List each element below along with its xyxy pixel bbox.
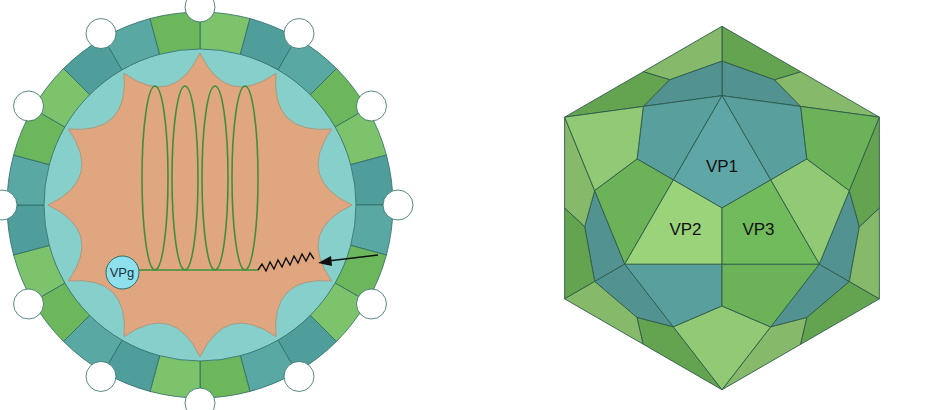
surface-canyon xyxy=(284,19,314,49)
arrow-head xyxy=(318,256,332,266)
rna-coil xyxy=(202,86,228,270)
surface-canyon xyxy=(185,0,215,22)
surface-canyon xyxy=(284,361,314,391)
protein-label: VP2 xyxy=(669,221,701,238)
surface-canyon xyxy=(14,289,44,319)
capsid-protein-face xyxy=(625,180,722,264)
vpg-circle xyxy=(106,256,139,289)
capsid-protein-face xyxy=(722,180,819,264)
poly-a-tail xyxy=(258,253,314,271)
capsid-protein-face xyxy=(722,264,819,327)
rna-coil xyxy=(142,86,168,270)
capsid-protein-face xyxy=(801,106,880,190)
capsid-cross-section xyxy=(0,0,413,410)
surface-canyon xyxy=(383,190,413,220)
surface-canyon xyxy=(86,361,116,391)
surface-canyon xyxy=(185,388,215,410)
surface-canyon xyxy=(356,91,386,121)
pointer-arrow xyxy=(328,255,378,261)
surface-canyon xyxy=(356,289,386,319)
surface-canyon xyxy=(0,190,17,220)
icosahedral-capsid xyxy=(565,26,880,389)
capsid-protein-face xyxy=(643,26,722,79)
capsid-protein-face xyxy=(565,282,644,345)
surface-canyon xyxy=(86,19,116,49)
protein-label: VP1 xyxy=(706,157,738,174)
virion-core xyxy=(48,53,352,357)
surface-canyon xyxy=(14,91,44,121)
rna-coil xyxy=(232,86,258,270)
node-label: VPg xyxy=(110,266,135,279)
vpg-protein: VPg xyxy=(105,255,140,290)
protein-label: VP3 xyxy=(742,221,774,238)
capsid-protein-face xyxy=(722,26,801,79)
rna-genome xyxy=(139,86,378,271)
rna-coil xyxy=(172,86,198,270)
